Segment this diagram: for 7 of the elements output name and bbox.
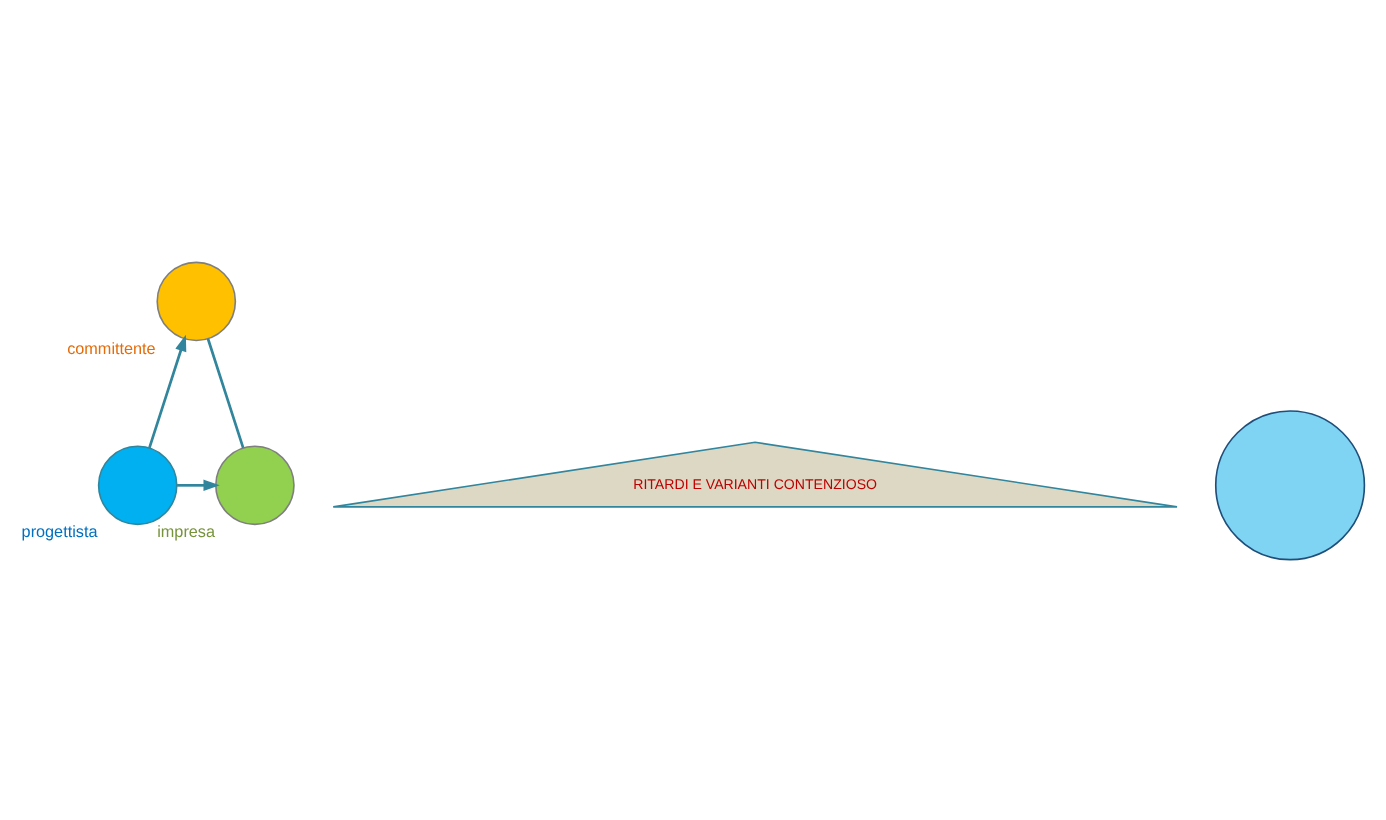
node-circle — [215, 444, 295, 525]
node-circle — [156, 260, 237, 341]
node-circle — [97, 444, 178, 525]
node-circle — [1214, 409, 1366, 560]
connector — [206, 337, 245, 448]
arrow — [148, 333, 187, 448]
arrow — [177, 478, 220, 491]
